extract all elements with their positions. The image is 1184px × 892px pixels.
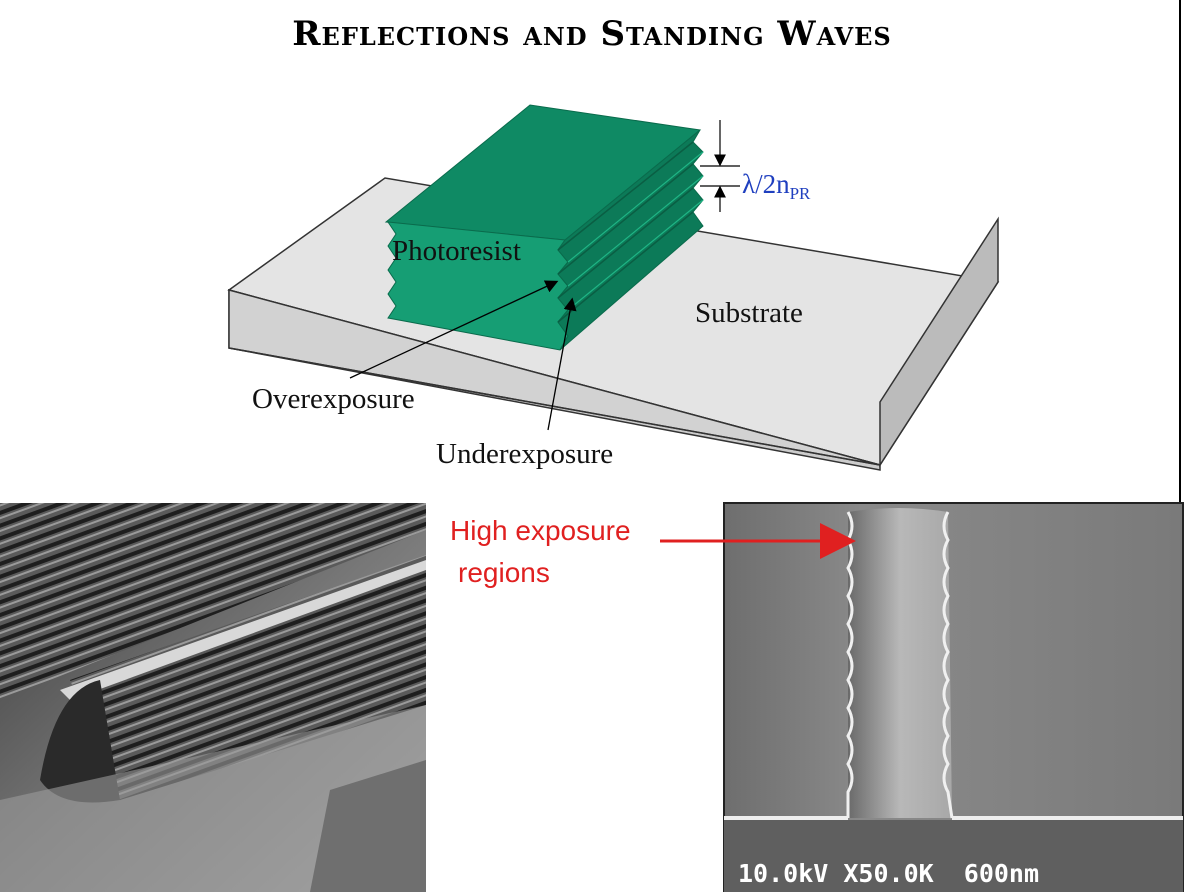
dimension-marker [700,120,740,212]
dimension-label: λ/2nPR [742,169,811,203]
sem-image-right: 10.0kV X50.0K 600nm [723,502,1184,892]
page-title: Reflections and Standing Waves [292,14,892,54]
overexposure-label: Overexposure [252,383,415,415]
underexposure-arrow [547,297,577,431]
underexposure-label: Underexposure [436,438,613,470]
sem-scale-readout: 10.0kV X50.0K 600nm [738,859,1039,888]
regions-label: regions [458,557,550,588]
substrate-label: Substrate [695,297,803,329]
slide-border [1179,0,1181,892]
sem-image-left [0,503,426,892]
high-exposure-label: High exposure [450,515,631,546]
photoresist-block [384,104,704,351]
overexposure-arrow [349,280,559,379]
photoresist-label: Photoresist [392,235,521,267]
